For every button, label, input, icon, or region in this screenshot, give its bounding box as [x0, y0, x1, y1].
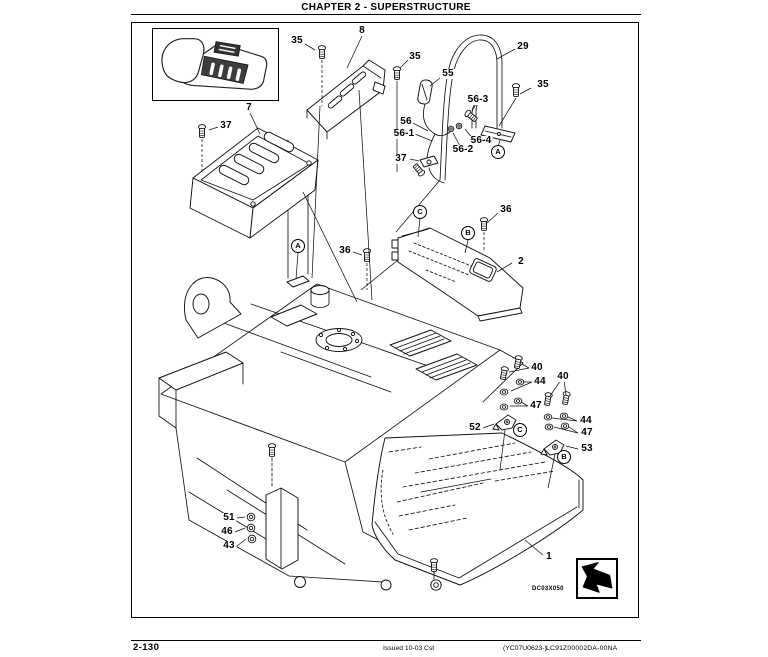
- leader-lines: [201, 35, 579, 556]
- drawing-code: DC03X050: [532, 586, 564, 592]
- part-29-handrail: [439, 34, 516, 181]
- footer-doc-code-left: (YC07U0623-): [503, 645, 547, 652]
- wiring-harness-55-56: [411, 79, 479, 184]
- part-1-engine-hood: [371, 432, 584, 591]
- location-thumbnail: [152, 28, 279, 101]
- superstructure-frame: [158, 139, 524, 591]
- footer-issued: Issued 10-03: [383, 645, 423, 652]
- footer-revision: Cst: [424, 645, 435, 652]
- bracket-52: [492, 414, 517, 431]
- direction-arrow-icon: [576, 558, 618, 599]
- exploded-parts-diagram: [158, 34, 584, 591]
- bracket-53: [540, 439, 565, 456]
- footer-rule: [131, 640, 641, 641]
- header-rule: [131, 14, 641, 15]
- footer-page-number: 2-130: [133, 642, 160, 653]
- part-2-side-cover: [391, 227, 524, 322]
- part-7-engine-cover: [189, 127, 319, 239]
- part-8-cover-panel: [306, 59, 386, 140]
- footer-doc-code-right: LC91Z00002DA-00NA: [546, 645, 618, 652]
- machine-thumbnail-sketch: [161, 38, 268, 90]
- page-title: CHAPTER 2 - SUPERSTRUCTURE: [301, 2, 471, 13]
